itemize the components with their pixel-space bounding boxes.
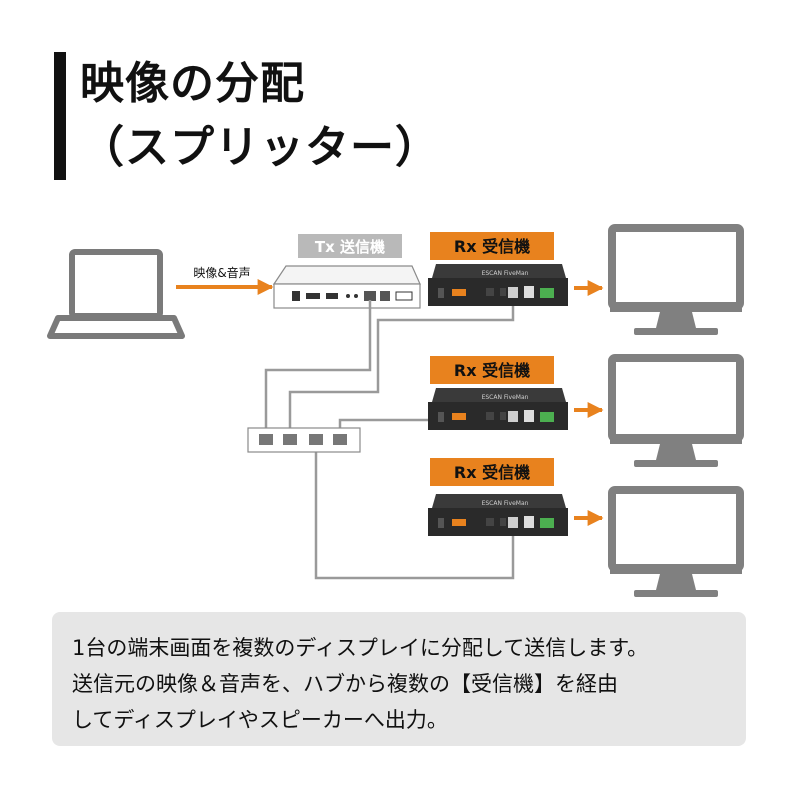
rx-label: Rx 受信機 [454,361,530,380]
rx-device-top [432,388,566,402]
rx-unit-2: Rx 受信機 ESCAN FiveMan [428,356,604,430]
terminal-block-icon [540,518,554,528]
terminal-block-icon [540,288,554,298]
hdmi-out-port-icon [326,293,338,299]
rj45-port-icon [364,291,376,301]
cable-hub-to-rx1 [288,300,515,436]
monitor-icon [608,224,744,335]
rj45-port-icon [508,411,518,422]
brand-text: ESCAN FiveMan [482,500,529,507]
brand-text: ESCAN FiveMan [482,394,529,401]
description-box: 1台の端末画面を複数のディスプレイに分配して送信します。 送信元の映像＆音声を、… [52,612,746,746]
page-title: 映像の分配 （スプリッター） [80,52,440,180]
usb-port-icon [524,410,534,422]
title-line-1: 映像の分配 [80,58,305,109]
power-port-icon [292,291,300,301]
rx-label: Rx 受信機 [454,237,530,256]
rx-device-top [432,264,566,278]
hdmi-port-icon [306,293,320,299]
monitor-icon [608,354,744,467]
rx-unit-1: Rx 受信機 ESCAN FiveMan [428,232,604,306]
rx-unit-3: Rx 受信機 ESCAN FiveMan [428,458,604,536]
hdmi-port-icon [452,519,466,526]
description-line-2: 送信元の映像＆音声を、ハブから複数の【受信機】を経由 [72,672,618,696]
laptop-icon [47,249,185,339]
brand-text: ESCAN FiveMan [482,270,529,277]
rj45-port-icon [508,287,518,298]
network-hub [247,427,361,453]
rx-device-top [432,494,566,508]
usb-port-icon [524,516,534,528]
hdmi-port-icon [452,289,466,296]
title-accent-bar [54,52,66,180]
rj45-port-icon [508,517,518,528]
title-line-2: （スプリッター） [80,122,440,173]
input-label: 映像&音声 [193,265,250,280]
rx-label: Rx 受信機 [454,463,530,482]
description-line-3: してディスプレイやスピーカーへ出力。 [72,708,448,732]
indicator-led-icon [346,294,350,298]
audio-jack-icon [354,294,358,298]
description-line-1: 1台の端末画面を複数のディスプレイに分配して送信します。 [72,636,649,660]
splitter-diagram: 映像&音声 Tx 送信機 Rx 受信機 ESCAN [47,224,744,597]
usb-port-icon [524,286,534,298]
monitor-icon [608,486,744,597]
tx-label: Tx 送信機 [315,238,385,256]
terminal-block-icon [395,291,413,301]
tx-transmitter-device [272,265,421,309]
usb-port-icon [380,291,390,301]
cable-tx-to-hub [264,300,372,436]
hdmi-port-icon [452,413,466,420]
tx-label-badge: Tx 送信機 [298,234,402,258]
cable-hub-to-rx3 [314,436,515,580]
terminal-block-icon [540,412,554,422]
